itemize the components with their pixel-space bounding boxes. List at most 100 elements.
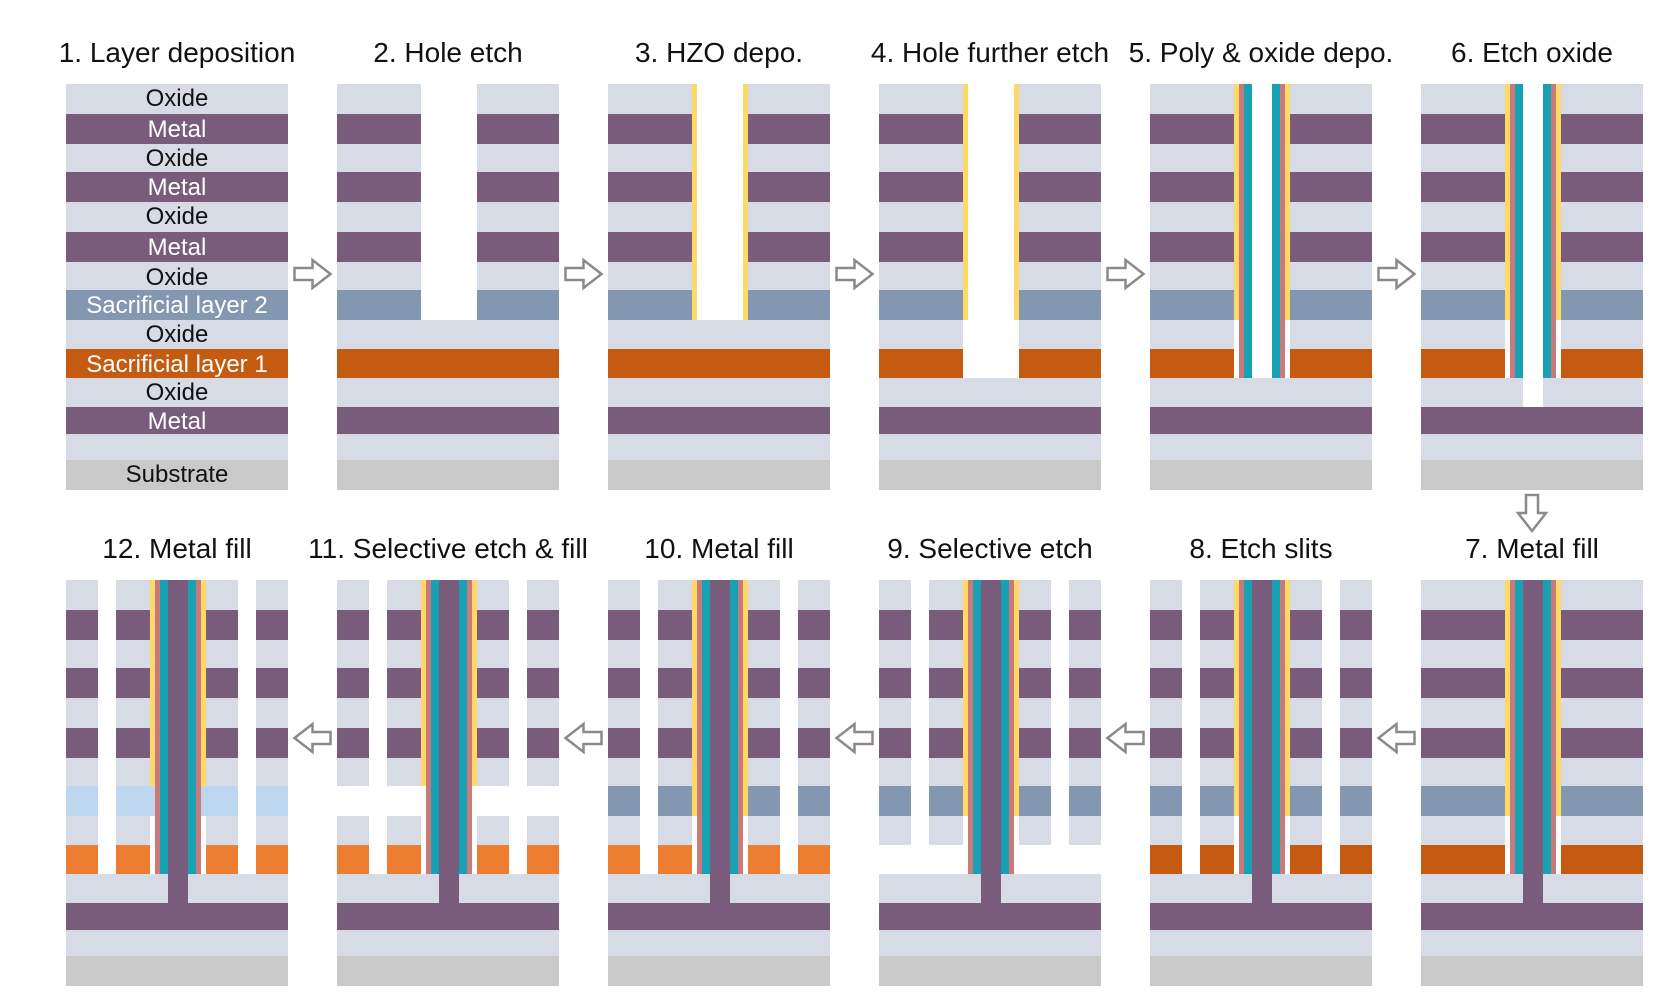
layer-oxide-8 — [337, 320, 559, 349]
channel-left — [1515, 84, 1523, 378]
hzo-removed-left — [421, 786, 426, 816]
poly-left — [697, 580, 702, 874]
step-title-7: 7. Metal fill — [1465, 533, 1599, 564]
step-number: 1. — [59, 37, 82, 68]
poly-right — [1280, 580, 1285, 874]
poly-left — [1510, 84, 1515, 378]
layer-label-8: Oxide — [146, 321, 209, 348]
layer-metal-11 — [879, 903, 1101, 930]
hzo-liner-left — [692, 580, 697, 816]
layer-oxide-12 — [608, 434, 830, 460]
step-title-12: 12. Metal fill — [102, 533, 251, 564]
layer-oxide-12 — [66, 434, 288, 460]
slit-1 — [1182, 580, 1200, 874]
hzo-liner-left — [1234, 580, 1239, 816]
layer-metal-11 — [66, 407, 288, 434]
arrow-right-4 — [1106, 257, 1146, 291]
arrow-right-2 — [564, 257, 604, 291]
step-number: 7. — [1465, 533, 1488, 564]
layer-oxide-12 — [879, 930, 1101, 956]
step-name: Selective etch — [911, 533, 1093, 564]
hzo-liner-right — [1014, 84, 1019, 320]
layer-oxide-2 — [66, 144, 288, 172]
layer-metal-11 — [608, 407, 830, 434]
layer-oxide-4 — [66, 202, 288, 232]
panel-step-8 — [1150, 580, 1372, 986]
layer-oxide-10 — [1150, 378, 1372, 407]
slit-2 — [1051, 580, 1069, 874]
core-opening — [1523, 84, 1543, 407]
panel-step-9 — [879, 580, 1101, 986]
layer-oxide-10 — [608, 378, 830, 407]
step-name: Selective etch & fill — [345, 533, 588, 564]
step-name: Metal fill — [1488, 533, 1598, 564]
layer-sac2-7 — [66, 290, 288, 320]
channel-right — [1272, 580, 1280, 874]
layer-sub-13 — [1150, 956, 1372, 986]
hzo-liner-left — [421, 580, 426, 816]
step-title-1: 1. Layer deposition — [59, 37, 296, 68]
poly-left — [968, 580, 973, 874]
hole-cut — [963, 84, 1019, 378]
step-title-9: 9. Selective etch — [887, 533, 1092, 564]
layer-label-12: Substrate — [126, 461, 229, 488]
layer-oxide-10 — [337, 378, 559, 407]
channel-right — [1272, 84, 1280, 378]
channel-left — [1244, 84, 1252, 378]
poly-left — [1239, 84, 1244, 378]
layer-label-4: Oxide — [146, 203, 209, 230]
hzo-liner-right — [472, 580, 477, 816]
slit-2 — [1322, 580, 1340, 874]
panel-step-1 — [66, 84, 288, 490]
layer-label-11: Metal — [148, 408, 207, 435]
arrow-down — [1515, 493, 1549, 534]
channel-left — [702, 580, 710, 874]
step-name: Hole further etch — [894, 37, 1109, 68]
layer-oxide-6 — [66, 262, 288, 290]
panel-step-10 — [608, 580, 830, 986]
step-number: 4. — [871, 37, 894, 68]
channel-right — [730, 580, 738, 874]
arrow-right-1 — [293, 257, 333, 291]
step-name: Hole etch — [397, 37, 523, 68]
layer-oxide-0 — [66, 84, 288, 114]
slit-1 — [911, 580, 929, 874]
layer-oxide-12 — [1421, 434, 1643, 460]
step-title-11: 11. Selective etch & fill — [308, 533, 588, 564]
layer-oxide-12 — [1150, 930, 1372, 956]
core-metal — [1252, 580, 1272, 903]
layer-metal-11 — [1150, 407, 1372, 434]
slit-1 — [640, 580, 658, 874]
step-name: Etch oxide — [1474, 37, 1613, 68]
layer-label-3: Metal — [148, 174, 207, 201]
poly-right — [1280, 84, 1285, 378]
channel-right — [1543, 580, 1551, 874]
hole-cut — [421, 84, 477, 320]
panel-step-2 — [337, 84, 559, 490]
channel-right — [188, 580, 196, 874]
step-title-8: 8. Etch slits — [1189, 533, 1332, 564]
layer-oxide-12 — [608, 930, 830, 956]
hzo-liner-right — [1556, 580, 1561, 816]
hzo-liner-left — [692, 84, 697, 320]
core-metal — [1523, 580, 1543, 903]
layer-label-5: Metal — [148, 234, 207, 261]
hzo-liner-left — [150, 580, 155, 816]
layer-sub-13 — [66, 956, 288, 986]
layer-label-1: Metal — [148, 116, 207, 143]
layer-metal-11 — [1421, 903, 1643, 930]
step-title-3: 3. HZO depo. — [635, 37, 803, 68]
layer-oxide-12 — [1421, 930, 1643, 956]
channel-left — [1244, 580, 1252, 874]
hzo-liner-right — [1285, 580, 1290, 816]
layer-metal-11 — [1150, 903, 1372, 930]
arrow-left-1 — [292, 721, 332, 755]
poly-left — [1510, 580, 1515, 874]
layer-oxide-12 — [337, 930, 559, 956]
hzo-liner-left — [1505, 580, 1510, 816]
panel-step-4 — [879, 84, 1101, 490]
layer-oxide-12 — [1150, 434, 1372, 460]
core-metal — [439, 580, 459, 903]
